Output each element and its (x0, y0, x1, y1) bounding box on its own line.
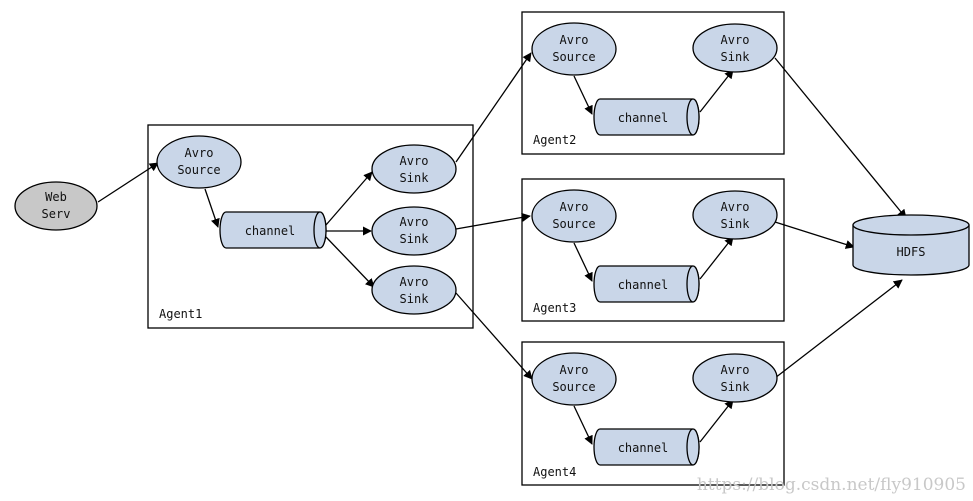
watermark-text: https://blog.csdn.net/fly910905 (697, 475, 966, 495)
agent4-source: Avro Source (531, 352, 617, 406)
svg-text:channel: channel (245, 224, 296, 238)
agent2-sink: Avro Sink (692, 23, 778, 73)
agent4-label: Agent4 (533, 465, 576, 479)
edge-a3-channel-to-sink (699, 236, 734, 280)
edge-a1-sink2-to-a3-source (455, 212, 531, 230)
svg-text:Source: Source (552, 50, 595, 64)
svg-text:Avro: Avro (185, 146, 214, 160)
agent4-channel: channel (593, 428, 700, 466)
edge-a1-channel-to-sink3 (325, 236, 375, 288)
agent2-box (521, 11, 785, 155)
agent3-label: Agent3 (533, 301, 576, 315)
agent1-sink-3: Avro Sink (371, 265, 457, 315)
svg-text:Avro: Avro (400, 275, 429, 289)
svg-text:channel: channel (618, 278, 669, 292)
edge-a4-sink-to-hdfs (774, 279, 903, 379)
agent2-source: Avro Source (531, 22, 617, 76)
edge-a4-channel-to-sink (699, 399, 734, 443)
agent3-sink: Avro Sink (692, 190, 778, 240)
web-server-line1: Web (45, 190, 67, 204)
agent2-label: Agent2 (533, 133, 576, 147)
agent3-box (521, 178, 785, 322)
edge-a2-channel-to-sink (699, 69, 734, 113)
svg-text:Source: Source (177, 163, 220, 177)
svg-text:Source: Source (552, 217, 595, 231)
agent3-source: Avro Source (531, 189, 617, 243)
svg-text:Sink: Sink (721, 217, 751, 231)
agent1-channel: channel (219, 211, 327, 249)
svg-text:Sink: Sink (400, 232, 430, 246)
edge-a1-sink1-to-a2-source (455, 52, 532, 163)
svg-text:Avro: Avro (400, 215, 429, 229)
edge-web-to-agent1-source (97, 162, 159, 203)
hdfs-label: HDFS (897, 245, 926, 259)
svg-text:Sink: Sink (400, 171, 430, 185)
web-server-node: Web Serv (14, 181, 98, 231)
svg-text:channel: channel (618, 111, 669, 125)
svg-text:Avro: Avro (560, 200, 589, 214)
hdfs-storage-icon: HDFS (852, 214, 970, 276)
svg-text:Avro: Avro (560, 363, 589, 377)
agent1-sink-2: Avro Sink (371, 206, 457, 256)
agent2-channel: channel (593, 98, 700, 136)
agent1-sink-1: Avro Sink (371, 144, 457, 194)
edge-a1-source-to-channel (204, 188, 220, 228)
connectors (97, 52, 907, 445)
svg-text:channel: channel (618, 441, 669, 455)
svg-text:Avro: Avro (721, 363, 750, 377)
edge-a3-source-to-channel (573, 242, 593, 282)
svg-text:Avro: Avro (560, 33, 589, 47)
svg-text:Avro: Avro (721, 33, 750, 47)
edge-a1-channel-to-sink1 (325, 171, 373, 226)
edge-a4-source-to-channel (573, 405, 593, 445)
edge-a3-sink-to-hdfs (774, 221, 855, 249)
edge-a2-sink-to-hdfs (774, 57, 907, 219)
svg-text:Avro: Avro (721, 200, 750, 214)
svg-text:Sink: Sink (721, 50, 751, 64)
edge-a2-source-to-channel (573, 75, 593, 115)
agent4-sink: Avro Sink (692, 353, 778, 403)
agent4-box (521, 341, 785, 486)
edge-a1-sink3-to-a4-source (455, 292, 533, 380)
svg-text:Sink: Sink (400, 292, 430, 306)
svg-text:Sink: Sink (721, 380, 751, 394)
web-server-line2: Serv (42, 207, 71, 221)
svg-text:Source: Source (552, 380, 595, 394)
svg-text:Avro: Avro (400, 154, 429, 168)
agent1-source: Avro Source (156, 135, 242, 189)
agent3-channel: channel (593, 265, 700, 303)
agent1-label: Agent1 (159, 307, 202, 321)
